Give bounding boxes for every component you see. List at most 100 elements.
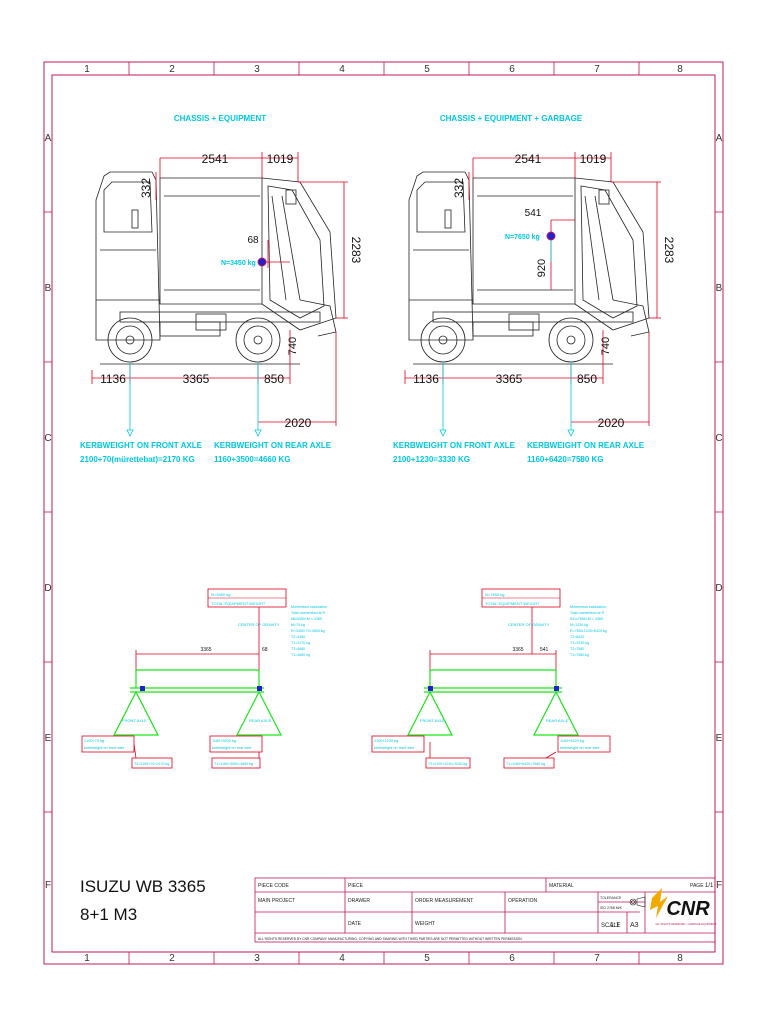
- front-axle-label: KERBWEIGHT ON FRONT AXLE: [393, 441, 516, 450]
- dim-label: 2541: [202, 152, 229, 166]
- col-label: 7: [594, 953, 600, 964]
- col-label: 8: [677, 953, 683, 964]
- span-label: 3365: [200, 647, 211, 653]
- axle-pointers: [439, 362, 575, 437]
- center-of-gravity-marker: [546, 231, 556, 241]
- tb-date: DATE: [348, 921, 362, 927]
- view-title: CHASSIS + EQUIPMENT + GARBAGE: [440, 114, 583, 123]
- tb-scale-value: 1:1: [610, 922, 620, 929]
- front-total: T2=2100+1230=3330 kg: [428, 762, 467, 766]
- cog-note: CENTER OF GRAVITY: [508, 622, 550, 627]
- drawing-frame: [43, 61, 724, 965]
- row-label: C: [715, 433, 722, 444]
- dim-label: 68: [247, 235, 259, 246]
- dim-label: 2020: [285, 416, 312, 430]
- rear-reaction-value: 1160+3500 kg: [212, 739, 236, 743]
- dim-label: 740: [287, 337, 299, 355]
- calc-line: T2=3450: [291, 635, 305, 639]
- project-title-line-1: ISUZU WB 3365: [80, 877, 206, 896]
- calc-line: T2=4660: [291, 647, 305, 651]
- front-axle-label: KERBWEIGHT ON FRONT AXLE: [80, 441, 203, 450]
- col-label: 6: [509, 953, 515, 964]
- rear-total: T1=1160+3500=4660 kg: [214, 762, 253, 766]
- right-truck-view: CHASSIS + EQUIPMENT + GARBAGE: [393, 114, 676, 464]
- row-label: B: [716, 283, 723, 294]
- axle-labels: KERBWEIGHT ON FRONT AXLE 2100+70(mürette…: [80, 441, 332, 464]
- col-label: 1: [84, 64, 90, 75]
- offset-label: 68: [262, 647, 268, 653]
- rear-axle-calc: 1160+3500=4660 KG: [214, 455, 291, 464]
- tb-page-no: 1/1: [705, 883, 714, 889]
- tb-piece-code: PIECE CODE: [258, 883, 290, 889]
- axle-labels: KERBWEIGHT ON FRONT AXLE 2100+1230=3330 …: [393, 441, 645, 464]
- tb-scale-label: SCALE: [601, 923, 621, 929]
- dim-label: 2020: [598, 416, 625, 430]
- dimension-labels: 2541 1019 332 2283 68 740 1136 3365 850 …: [100, 152, 363, 430]
- logo-subtitle: ALL RIGHTS RESERVED - GARBAGE EQUIPMENT: [655, 922, 717, 926]
- col-label: 3: [254, 953, 260, 964]
- row-label: D: [44, 583, 51, 594]
- tb-piece: PIECE: [348, 883, 364, 889]
- calc-line: T1=4660 kg: [291, 653, 310, 657]
- rear-reaction-note: kerbweight on rear axle: [212, 746, 251, 750]
- col-label: 3: [254, 64, 260, 75]
- company-logo: CNR ALL RIGHTS RESERVED - GARBAGE EQUIPM…: [650, 888, 717, 926]
- load-value: N=7650 kg: [485, 592, 504, 597]
- calc-line: M=70 kg: [291, 623, 305, 627]
- calc-line: T2=7580: [570, 647, 584, 651]
- dim-label: 2283: [349, 237, 363, 264]
- dim-label: 1019: [267, 152, 294, 166]
- rear-axle-tag: REAR AXLE: [546, 718, 569, 723]
- row-label: E: [45, 733, 52, 744]
- front-reaction-note: kerbweight on front axle: [84, 746, 124, 750]
- front-axle-tag: FRONT AXLE: [122, 718, 147, 723]
- calc-line: 68x3450=M = 3365: [291, 617, 322, 621]
- tb-footer-notice: ALL RIGHTS RESERVED BY CNR COMPANY. MANU…: [258, 937, 523, 941]
- front-reaction-value: 2100+1230 kg: [374, 739, 398, 743]
- col-label: 4: [339, 64, 345, 75]
- offset-label: 541: [540, 647, 549, 653]
- dim-label: 850: [577, 372, 597, 386]
- axle-pointers: [126, 362, 262, 437]
- dim-label: 541: [525, 208, 542, 219]
- dim-label: 1136: [413, 372, 439, 386]
- rear-axle-label: KERBWEIGHT ON REAR AXLE: [214, 441, 332, 450]
- tb-drawer: DRAWER: [348, 898, 370, 904]
- row-label: A: [716, 133, 723, 144]
- calc-line: 541x7650=M = 3365: [570, 617, 603, 621]
- col-label: 6: [509, 64, 515, 75]
- col-label: 1: [84, 953, 90, 964]
- row-label: C: [44, 433, 51, 444]
- calc-line: T2=6420: [570, 635, 584, 639]
- col-label: 5: [424, 953, 430, 964]
- calc-line: Momentum calculation: [570, 605, 606, 609]
- load-description: TOTAL EQUIPMENT WEIGHT: [485, 601, 540, 606]
- calc-notes: Momentum calculation Total momentum at R…: [291, 605, 327, 657]
- frame-column-labels: 1 2 3 4 5 6 7 8 1 2 3 4 5 6 7 8: [84, 64, 683, 964]
- tb-material: MATERIAL: [549, 883, 574, 889]
- dim-label: 850: [264, 372, 284, 386]
- view-title: CHASSIS + EQUIPMENT: [174, 114, 266, 123]
- calc-notes: Momentum calculation Total momentum at R…: [570, 605, 607, 657]
- calc-line: M=1230 kg: [570, 623, 588, 627]
- front-total: T2=2100+70=2170 kg: [134, 762, 169, 766]
- left-beam-diagram: N=3450 kg TOTAL EQUIPMENT WEIGHT CENTER …: [81, 588, 327, 769]
- tb-main-project: MAIN PROJECT: [258, 898, 295, 904]
- rear-axle-calc: 1160+6420=7580 KG: [527, 455, 604, 464]
- dim-label: 1136: [100, 372, 126, 386]
- span-label: 3365: [512, 647, 523, 653]
- dim-label: 2541: [515, 152, 542, 166]
- right-beam-diagram: N=7650 kg TOTAL EQUIPMENT WEIGHT CENTER …: [371, 588, 611, 769]
- front-axle-calc: 2100+1230=3330 KG: [393, 455, 470, 464]
- calc-line: R=7650-1230=6420 kg: [570, 629, 607, 633]
- tb-operation: OPERATION: [508, 898, 537, 904]
- load-value: N=3450 kg: [211, 592, 230, 597]
- front-reaction-note: kerbweight on front axle: [374, 746, 414, 750]
- calc-line: T1=7580 kg: [570, 653, 589, 657]
- dim-label: 332: [139, 178, 153, 198]
- calc-line: Total momentum at R: [570, 611, 605, 615]
- dim-label: 332: [452, 178, 466, 198]
- truck-illustration: [408, 171, 650, 365]
- calc-line: Total momentum at R: [291, 611, 326, 615]
